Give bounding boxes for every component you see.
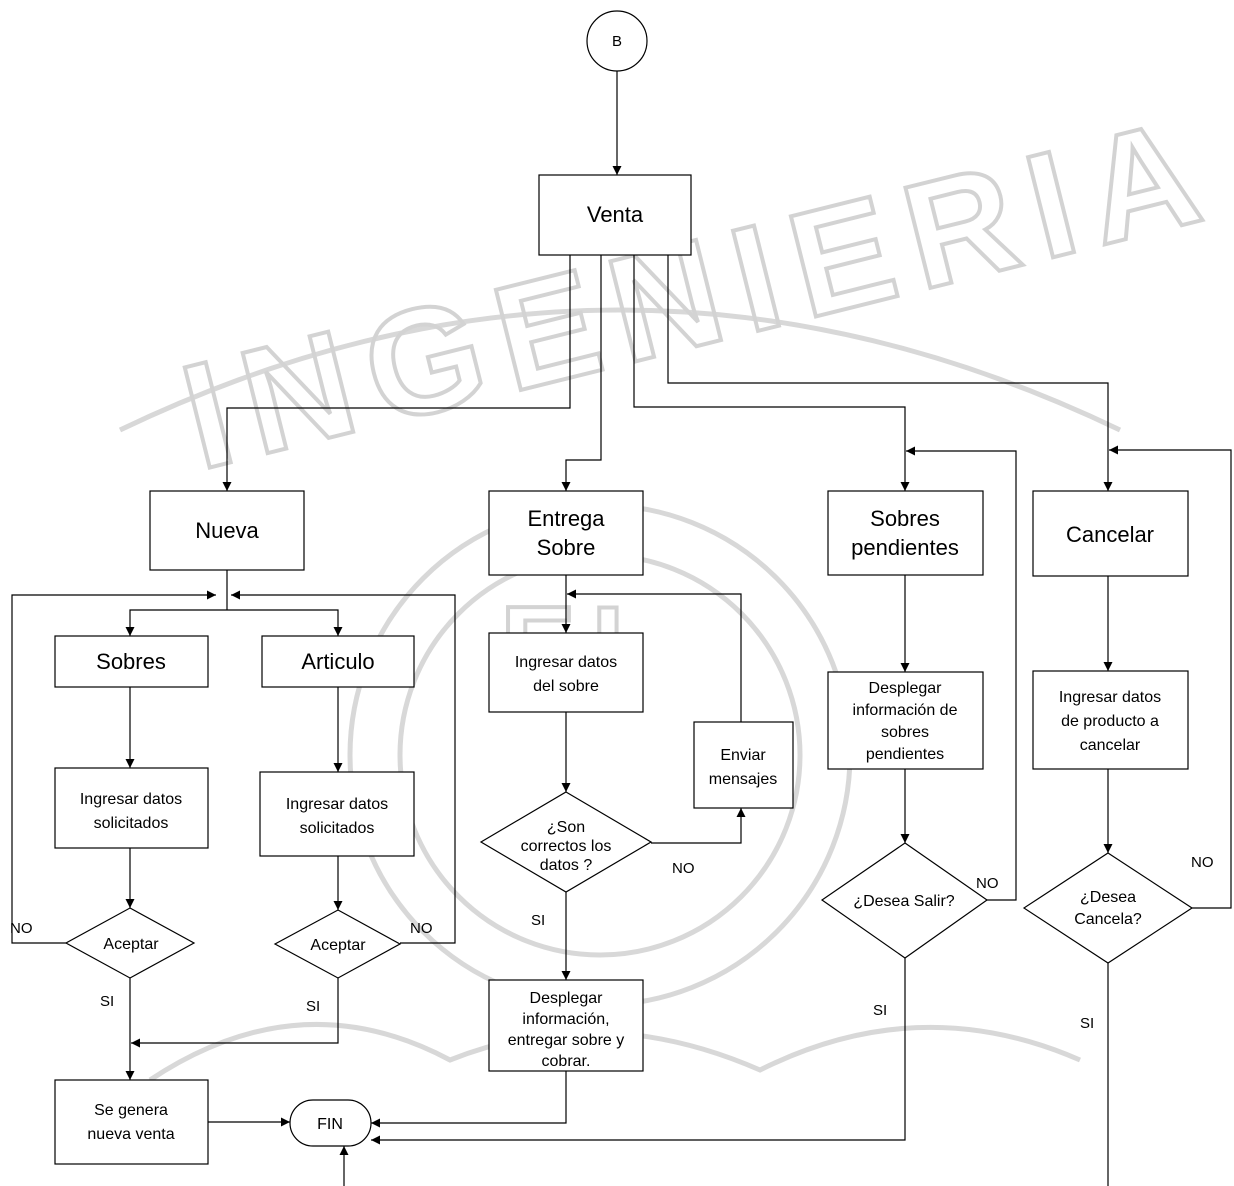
fin-label: FIN <box>317 1116 343 1133</box>
ingresar-datos-articulo-line-1: Ingresar datos <box>286 796 388 813</box>
edge-venta-nueva <box>222 255 571 491</box>
label-no-desea-cancela: NO <box>1191 854 1214 871</box>
cancelar-label: Cancelar <box>1066 522 1154 547</box>
process-nueva <box>149 490 305 571</box>
sobres-pendientes-label-2: pendientes <box>851 535 959 560</box>
enviar-mensajes-line-1: Enviar <box>720 747 766 764</box>
edge-salir-si <box>371 958 906 1145</box>
edge-aceptar-left-no <box>11 590 216 944</box>
ingresar-datos-producto-line-2: de producto a <box>1061 713 1159 730</box>
desplegar-entregar-line-4: cobrar. <box>542 1053 591 1070</box>
edges <box>11 70 1232 1186</box>
process-enviar-mensajes <box>693 721 794 809</box>
edge-labels: NO NO NO NO NO SI SI SI SI SI <box>10 854 1214 1032</box>
edge-venta-cancelar <box>667 255 1113 491</box>
desea-cancela-line-2: Cancela? <box>1074 911 1142 928</box>
ingresar-datos-articulo-line-2: solicitados <box>300 820 375 837</box>
son-correctos-line-3: datos ? <box>540 857 593 874</box>
aceptar-sobres-label: Aceptar <box>103 936 159 953</box>
label-no-aceptar-articulo: NO <box>410 920 433 937</box>
sobres-pendientes-label-1: Sobres <box>870 506 940 531</box>
desplegar-pendientes-line-1: Desplegar <box>869 680 943 697</box>
edge-split-sobres <box>125 609 227 636</box>
ingresar-datos-sobres-line-2: solicitados <box>94 815 169 832</box>
ingresar-datos-producto-line-1: Ingresar datos <box>1059 689 1161 706</box>
articulo-label: Articulo <box>301 649 374 674</box>
decision-aceptar-sobres <box>64 907 196 979</box>
ingresar-datos-sobres-line-1: Ingresar datos <box>80 791 182 808</box>
label-no-son-correctos: NO <box>672 860 695 877</box>
decision-aceptar-articulo <box>273 909 402 979</box>
watermark-text: INGENIERIA <box>167 83 1231 501</box>
edge-venta-entrega <box>561 255 602 491</box>
label-no-aceptar-sobres: NO <box>10 920 33 937</box>
process-ingresar-datos-producto <box>1032 670 1189 770</box>
entrega-sobre-label-2: Sobre <box>537 535 596 560</box>
venta-label: Venta <box>587 202 644 227</box>
process-desplegar-pendientes <box>827 671 984 770</box>
process-ingresar-datos-articulo <box>259 771 415 857</box>
desplegar-pendientes-line-3: sobres <box>881 724 929 741</box>
process-venta <box>538 174 692 256</box>
edge-aceptar-right-si <box>131 978 339 1048</box>
label-no-desea-salir: NO <box>976 875 999 892</box>
process-entrega-sobre <box>488 490 644 576</box>
ingresar-datos-sobre-line-2: del sobre <box>533 678 599 695</box>
desplegar-pendientes-line-2: información de <box>853 702 958 719</box>
aceptar-articulo-label: Aceptar <box>310 937 366 954</box>
desplegar-pendientes-line-4: pendientes <box>866 746 944 763</box>
desplegar-entregar-line-1: Desplegar <box>530 990 604 1007</box>
label-si-desea-cancela: SI <box>1080 1015 1094 1032</box>
nueva-label: Nueva <box>195 518 259 543</box>
enviar-mensajes-line-2: mensajes <box>709 771 777 788</box>
desea-salir-label: ¿Desea Salir? <box>853 893 954 910</box>
connector-b-label: B <box>612 33 622 50</box>
process-se-genera <box>54 1079 209 1165</box>
ingresar-datos-producto-line-3: cancelar <box>1080 737 1141 754</box>
label-si-aceptar-articulo: SI <box>306 998 320 1015</box>
label-si-desea-salir: SI <box>873 1002 887 1019</box>
edge-correctos-no <box>651 808 746 844</box>
entrega-sobre-label-1: Entrega <box>527 506 605 531</box>
son-correctos-line-2: correctos los <box>521 838 612 855</box>
se-genera-line-2: nueva venta <box>87 1126 174 1143</box>
edge-venta-pendientes <box>633 255 910 491</box>
terminator-fin <box>289 1099 372 1147</box>
decision-desea-cancela <box>1022 852 1194 964</box>
desplegar-entregar-line-2: información, <box>522 1011 609 1028</box>
process-sobres <box>54 635 209 688</box>
label-si-son-correctos: SI <box>531 912 545 929</box>
process-cancelar <box>1032 490 1189 577</box>
edge-aceptar-right-no <box>231 590 456 944</box>
connector-b <box>586 10 648 72</box>
decision-son-correctos <box>479 791 653 893</box>
edge-salir-no <box>906 446 1017 901</box>
ingresar-datos-sobre-line-1: Ingresar datos <box>515 654 617 671</box>
watermark-arc <box>118 307 1122 433</box>
nodes: B Venta Nueva Entrega Sobre Sobres pendi… <box>54 10 1194 1165</box>
son-correctos-line-1: ¿Son <box>547 819 585 836</box>
desea-cancela-line-1: ¿Desea <box>1080 889 1136 906</box>
edge-cancela-no <box>1109 445 1232 909</box>
decision-desea-salir <box>820 842 989 959</box>
process-articulo <box>261 635 415 688</box>
process-ingresar-datos-sobre <box>488 632 644 713</box>
desplegar-entregar-line-3: entregar sobre y <box>508 1032 625 1049</box>
process-desplegar-entregar <box>488 979 644 1072</box>
process-ingresar-datos-sobres <box>54 767 209 849</box>
edge-split-articulo <box>227 609 343 636</box>
edge-enviar-loop <box>567 589 742 722</box>
process-sobres-pendientes <box>827 490 984 576</box>
se-genera-line-1: Se genera <box>94 1102 168 1119</box>
label-si-aceptar-sobres: SI <box>100 993 114 1010</box>
sobres-label: Sobres <box>96 649 166 674</box>
edge-desplegar-fin <box>371 1071 567 1128</box>
